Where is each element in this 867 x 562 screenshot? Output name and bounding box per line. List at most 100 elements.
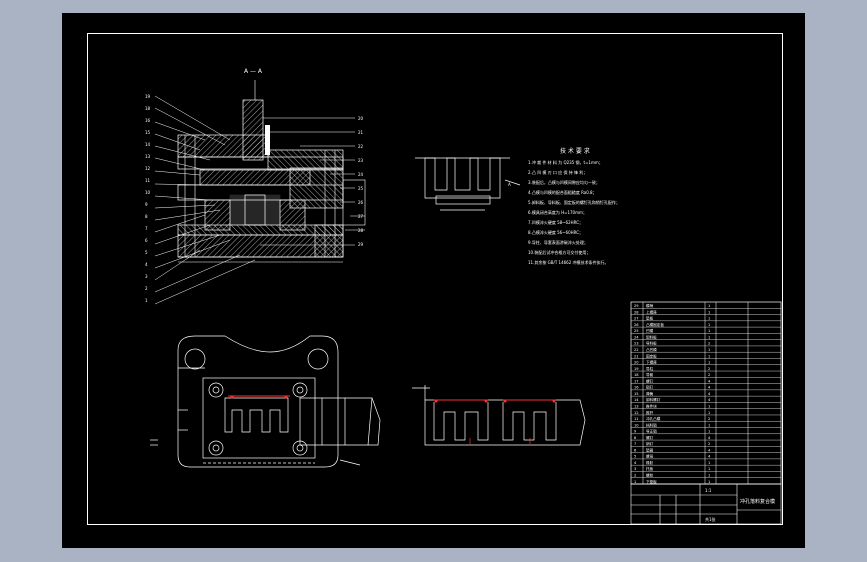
callout-number: 22 <box>358 144 364 149</box>
strip-layout <box>412 385 586 446</box>
callout-number: 18 <box>145 106 151 111</box>
bom-row-name: 凹模 <box>646 328 654 333</box>
callout-number: 29 <box>358 242 364 247</box>
bom-row-no: 9 <box>634 430 637 434</box>
bom-row-qty: 1 <box>708 304 710 308</box>
callout-number: 5 <box>145 250 148 255</box>
bom-row-no: 16 <box>634 386 639 390</box>
title-scale: 1:1 <box>705 488 712 493</box>
callout-number: 3 <box>145 274 148 279</box>
callout-number: 25 <box>358 186 364 191</box>
callout-number: 6 <box>145 238 148 243</box>
callout-number: 8 <box>145 214 148 219</box>
bom-row-qty: 1 <box>708 404 710 408</box>
callout-number: 1 <box>145 298 148 303</box>
bom-row-no: 20 <box>634 361 639 365</box>
bom-row-name: 导柱 <box>646 366 654 371</box>
tech-note: 6.模具闭合高度为 H=170mm； <box>528 209 587 215</box>
bom-row-name: 销钉 <box>646 441 654 446</box>
bom-row-qty: 2 <box>708 417 710 421</box>
callout-number: 7 <box>145 226 148 231</box>
callout-number: 12 <box>145 166 151 171</box>
bom-row-name: 凸凹模 <box>646 347 657 352</box>
callout-number: 14 <box>145 142 151 147</box>
tech-note: 11.其余按 GB/T 14662 冲模技术条件执行。 <box>528 259 609 265</box>
bom-row-qty: 1 <box>708 430 710 434</box>
bom-row-qty: 1 <box>708 361 710 365</box>
drawing-border <box>87 33 783 525</box>
bom-row-qty: 1 <box>708 310 710 314</box>
tech-note: 10.装配后试冲合格方可交付使用； <box>528 249 590 255</box>
bom-row-no: 5 <box>634 455 636 459</box>
callout-number: 26 <box>358 200 364 205</box>
bom-row-name: 弹簧 <box>646 391 654 396</box>
bom-row-name: 上模座 <box>646 309 657 314</box>
bom-row-qty: 1 <box>708 411 710 415</box>
title-sheet: 共1张 <box>705 516 716 522</box>
bom-row-no: 21 <box>634 354 639 358</box>
callout-number: 23 <box>358 158 364 163</box>
bom-row-qty: 1 <box>708 317 710 321</box>
bom-row-name: 冲孔凸模 <box>646 416 661 421</box>
tech-note: 4.凸模与凹模的配合面粗糙度 Ra0.8； <box>528 189 597 195</box>
bom-row-no: 6 <box>634 448 637 452</box>
part-sketch <box>415 157 521 211</box>
bom-row-qty: 1 <box>708 329 710 333</box>
callout-number: 27 <box>358 214 364 219</box>
tech-note: 9.导柱、导套表面渗碳淬火处理； <box>528 239 588 245</box>
bom-row-qty: 1 <box>708 480 710 484</box>
bom-row-name: 橡胶 <box>646 460 654 465</box>
bom-row-no: 23 <box>634 342 639 346</box>
bom-row-no: 12 <box>634 411 639 415</box>
bom-row-no: 13 <box>634 404 639 408</box>
title-block <box>630 483 782 525</box>
callout-number: 9 <box>145 202 148 207</box>
callout-number: 10 <box>145 190 151 195</box>
bom-row-no: 29 <box>634 304 639 308</box>
bom-row-name: 下垫板 <box>646 479 657 484</box>
callout-number: 16 <box>145 118 151 123</box>
callout-number: 28 <box>358 228 364 233</box>
bom-row-name: 模柄 <box>646 303 654 308</box>
tech-note: 3.装配后，凸模与凹模间隙应均匀一致； <box>528 179 600 185</box>
bom-row-qty: 2 <box>708 373 710 377</box>
bom-row-name: 导正销 <box>646 429 657 434</box>
drawing-name: 冲孔落料复合模 <box>740 498 775 505</box>
tech-note: 7.凹模淬火硬度 58~62HRC； <box>528 219 583 225</box>
bom-row-no: 18 <box>634 373 639 377</box>
bom-row-name: 挡料销 <box>646 422 657 427</box>
bom-row-no: 22 <box>634 348 639 352</box>
bom-row-qty: 4 <box>708 455 711 459</box>
tech-note: 8.凸模淬火硬度 56~60HRC； <box>528 229 583 235</box>
bom-row-qty: 1 <box>708 467 710 471</box>
bom-row-name: 螺钉 <box>646 435 654 440</box>
bom-row-name: 卸料板 <box>646 334 657 339</box>
bom-row-qty: 4 <box>708 398 711 402</box>
callout-number: 13 <box>145 154 151 159</box>
tech-note: 2.凸 凹 模 刃 口 应 保 持 锋 利； <box>528 169 587 175</box>
bom-row-qty: 1 <box>708 423 710 427</box>
bom-row-no: 1 <box>634 480 636 484</box>
callout-number: 11 <box>145 178 151 183</box>
bom-row-no: 11 <box>634 417 639 421</box>
bom-row-name: 托板 <box>646 466 654 471</box>
bom-row-name: 导套 <box>646 372 654 377</box>
bom-row-qty: 1 <box>708 461 710 465</box>
bom-row-no: 19 <box>634 367 639 371</box>
tech-note: 5.卸料板、导料板、固定板的螺钉孔和销钉孔配作； <box>528 199 620 205</box>
bom-row-name: 导料板 <box>646 341 657 346</box>
bom-row-name: 固定板 <box>646 353 657 358</box>
tech-title: 技 术 要 求 <box>560 147 590 155</box>
bom-row-qty: 2 <box>708 367 710 371</box>
bom-row-qty: 1 <box>708 348 710 352</box>
bom-row-name: 推件块 <box>646 403 657 408</box>
bom-row-qty: 4 <box>708 379 711 383</box>
bom-row-name: 螺栓 <box>646 473 654 478</box>
bom-row-no: 26 <box>634 323 639 327</box>
bom-row-no: 28 <box>634 310 639 314</box>
bom-row-qty: 1 <box>708 335 710 339</box>
bom-row-name: 螺母 <box>646 454 654 459</box>
